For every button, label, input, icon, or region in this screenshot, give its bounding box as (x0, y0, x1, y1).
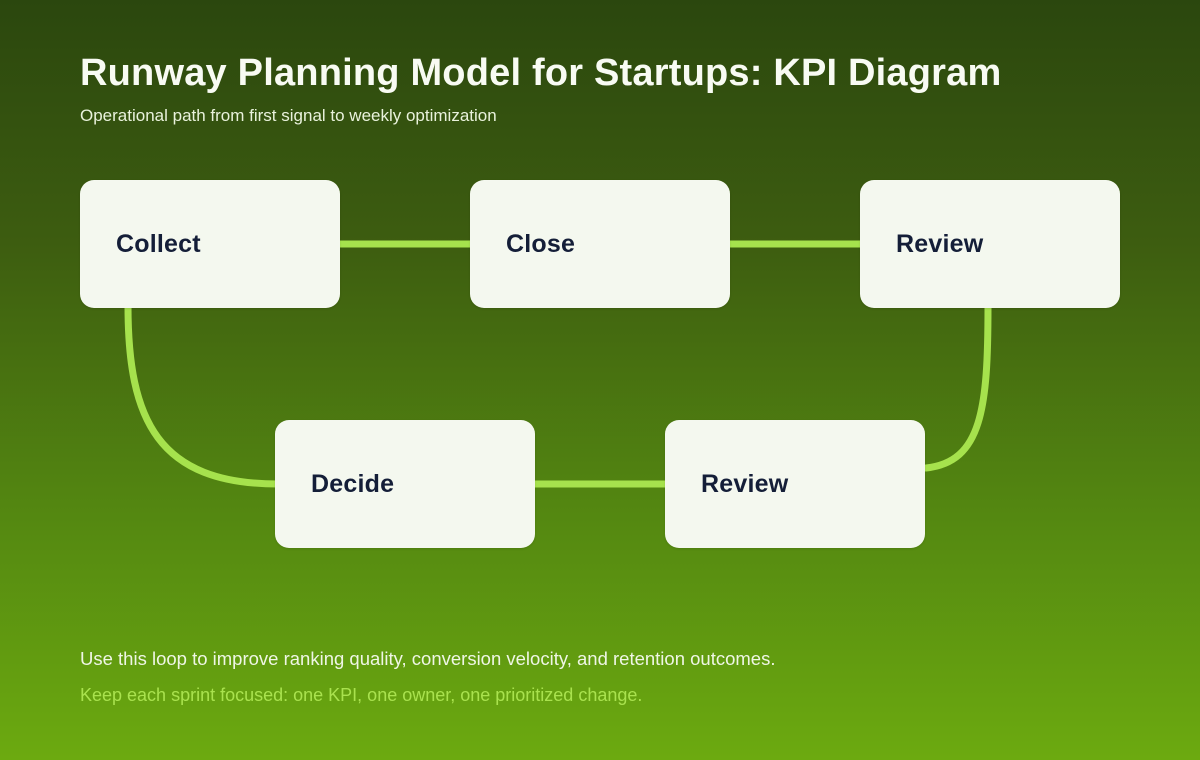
node-review-top: Review (860, 180, 1120, 308)
footer-usage-note: Use this loop to improve ranking quality… (80, 648, 776, 669)
node-collect: Collect (80, 180, 340, 308)
node-close-label: Close (506, 229, 576, 258)
footer-sprint-tip: Keep each sprint focused: one KPI, one o… (80, 685, 643, 705)
node-decide: Decide (275, 420, 535, 548)
header: Runway Planning Model for Startups: KPI … (80, 52, 1140, 126)
node-collect-label: Collect (116, 229, 201, 258)
page-title: Runway Planning Model for Startups: KPI … (80, 52, 1002, 94)
node-review-bottom-label: Review (701, 469, 789, 498)
node-review-bottom: Review (665, 420, 925, 548)
node-decide-label: Decide (311, 469, 395, 498)
node-review-top-label: Review (896, 229, 984, 258)
connector-review-review-curve (922, 302, 992, 472)
connector-collect-decide-curve (124, 302, 282, 488)
node-close: Close (470, 180, 730, 308)
page-subtitle: Operational path from first signal to we… (80, 105, 497, 125)
footer: Use this loop to improve ranking quality… (80, 648, 1140, 706)
